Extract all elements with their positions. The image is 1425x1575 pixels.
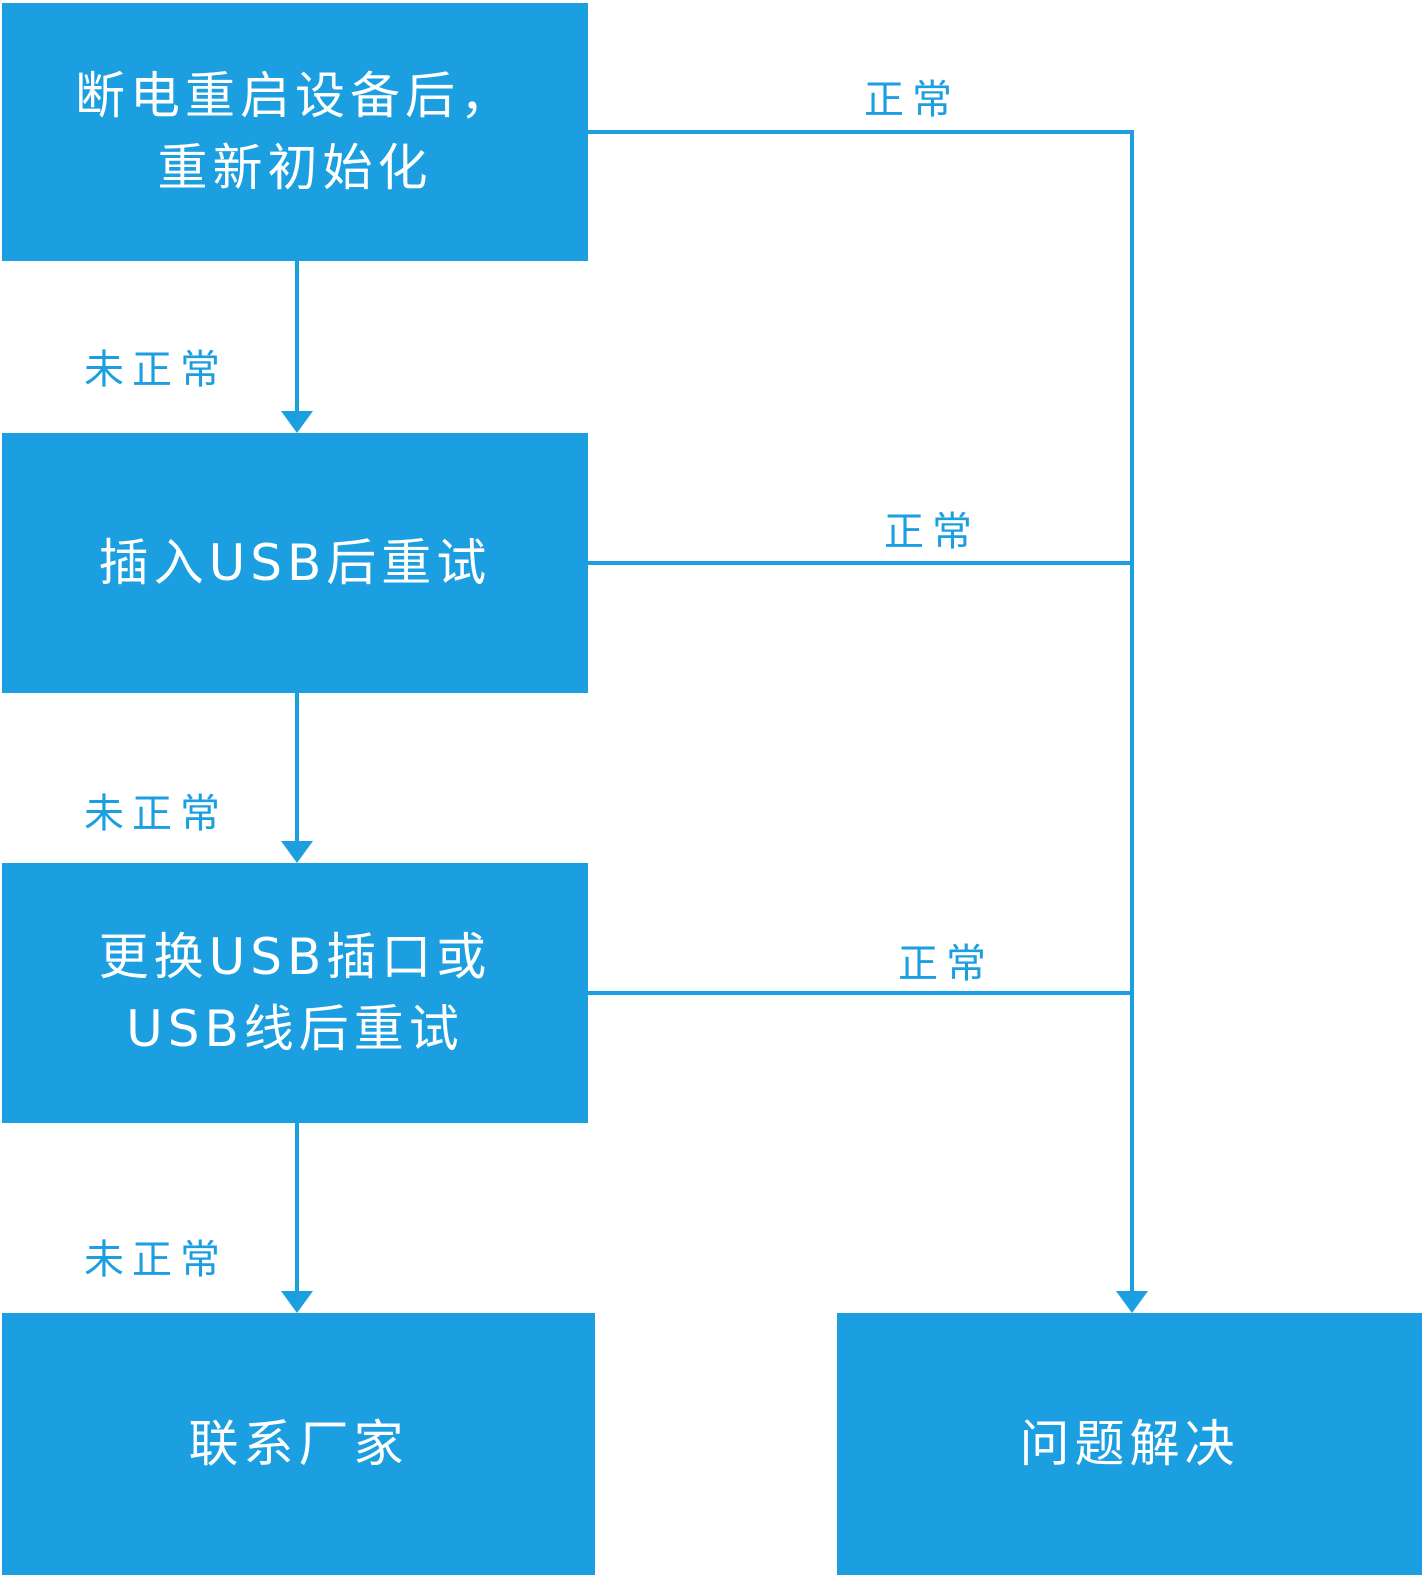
node-contact-manufacturer-label: 联系厂家 [188, 1414, 409, 1473]
connector-not-normal-1-vertical [295, 261, 299, 411]
arrow-down-icon [1116, 1291, 1148, 1313]
arrow-down-icon [281, 841, 313, 863]
node-insert-usb-retry-label: 插入USB后重试 [98, 533, 492, 592]
arrow-down-icon [281, 1291, 313, 1313]
edge-label-not-normal-1: 未正常 [84, 347, 228, 393]
edge-label-normal-3: 正常 [898, 941, 994, 987]
node-problem-solved: 问题解决 [837, 1313, 1422, 1575]
edge-label-normal-2: 正常 [884, 509, 980, 555]
node-insert-usb-retry: 插入USB后重试 [2, 433, 588, 693]
node-contact-manufacturer: 联系厂家 [2, 1313, 595, 1575]
node-change-usb-port-retry-label: 更换USB插口或 USB线后重试 [98, 927, 492, 1059]
node-change-usb-port-retry: 更换USB插口或 USB线后重试 [2, 863, 588, 1123]
edge-label-not-normal-2: 未正常 [84, 791, 228, 837]
connector-normal-3-horizontal [588, 991, 1134, 995]
connector-normal-2-horizontal [588, 561, 1134, 565]
node-restart-device: 断电重启设备后， 重新初始化 [2, 3, 588, 261]
connector-normal-1-horizontal [588, 130, 1134, 134]
connector-trunk-vertical [1130, 130, 1134, 1291]
edge-label-normal-1: 正常 [864, 77, 960, 123]
node-problem-solved-label: 问题解决 [1019, 1414, 1240, 1473]
edge-label-not-normal-3: 未正常 [84, 1237, 228, 1283]
connector-not-normal-2-vertical [295, 693, 299, 841]
node-restart-device-label: 断电重启设备后， 重新初始化 [75, 66, 515, 198]
arrow-down-icon [281, 411, 313, 433]
connector-not-normal-3-vertical [295, 1123, 299, 1291]
